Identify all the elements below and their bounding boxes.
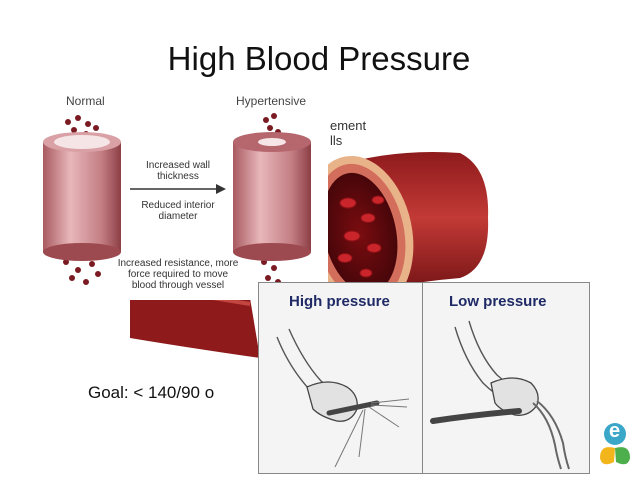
resistance-text: Increased resistance, more force require…: [117, 258, 239, 291]
label-hypertensive: Hypertensive: [236, 94, 307, 108]
high-pressure-hand-icon: [276, 328, 410, 468]
goal-text: Goal: < 140/90 o: [88, 383, 215, 402]
arrow-text-wall: Increased wall thickness: [146, 160, 210, 182]
artery-illustration: [130, 152, 489, 358]
high-pressure-heading: High pressure: [289, 293, 390, 310]
figure-divider: [422, 283, 423, 473]
normal-vessel-icon: [43, 115, 121, 285]
partial-label-2: lls: [330, 133, 343, 148]
brand-logo: [600, 423, 630, 465]
label-normal: Normal: [66, 94, 105, 108]
hypertensive-vessel-icon: [233, 113, 311, 285]
partial-label-1: ement: [330, 118, 367, 133]
right-arrow-icon: [130, 184, 226, 194]
hose-comparison-figure: High pressure Low pressure: [258, 282, 590, 474]
low-pressure-hand-icon: [430, 320, 570, 470]
arrow-text-diameter: Reduced interior diameter: [141, 200, 215, 222]
logo-letter: e: [609, 420, 621, 442]
slide-title: High Blood Pressure: [167, 40, 471, 77]
low-pressure-heading: Low pressure: [449, 293, 547, 310]
